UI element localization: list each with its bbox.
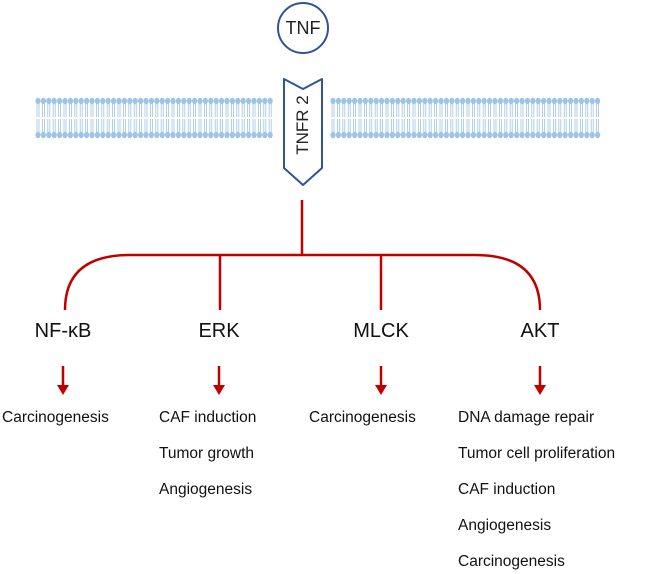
cell-membrane-right xyxy=(329,97,601,139)
akt-outcome-carcinogenesis: Carcinogenesis xyxy=(458,553,565,570)
nfkb-outcome-carcinogenesis: Carcinogenesis xyxy=(2,409,109,426)
tnf-ligand-circle xyxy=(277,2,329,54)
pathway-arrow-3 xyxy=(534,366,546,395)
pathway-mlck: MLCK xyxy=(353,320,409,342)
tnfr2-receptor-shape xyxy=(283,78,323,186)
erk-outcome-caf-induction: CAF induction xyxy=(159,409,257,426)
pathway-arrow-2 xyxy=(375,366,387,395)
akt-outcome-dna-damage-repair: DNA damage repair xyxy=(458,409,595,426)
akt-outcome-angiogenesis: Angiogenesis xyxy=(458,517,552,534)
signaling-branch-lines xyxy=(63,200,542,311)
akt-outcome-caf-induction: CAF induction xyxy=(458,481,556,498)
erk-outcome-tumor-growth: Tumor growth xyxy=(159,445,255,462)
mlck-outcome-carcinogenesis: Carcinogenesis xyxy=(309,409,416,426)
pathway-arrows xyxy=(57,366,546,395)
pathway-akt: AKT xyxy=(520,320,560,342)
tnf-label: TNF xyxy=(285,18,321,38)
pathway-erk: ERK xyxy=(198,320,240,342)
tnfr2-label: TNFR 2 xyxy=(293,95,312,155)
erk-outcome-angiogenesis: Angiogenesis xyxy=(159,481,253,498)
pathway-arrow-0 xyxy=(57,366,69,395)
pathway-arrow-1 xyxy=(213,366,225,395)
akt-outcome-tumor-cell-proliferation: Tumor cell proliferation xyxy=(458,445,616,462)
cell-membrane-left xyxy=(35,97,274,139)
pathway-nfkb: NF-κB xyxy=(34,320,92,342)
